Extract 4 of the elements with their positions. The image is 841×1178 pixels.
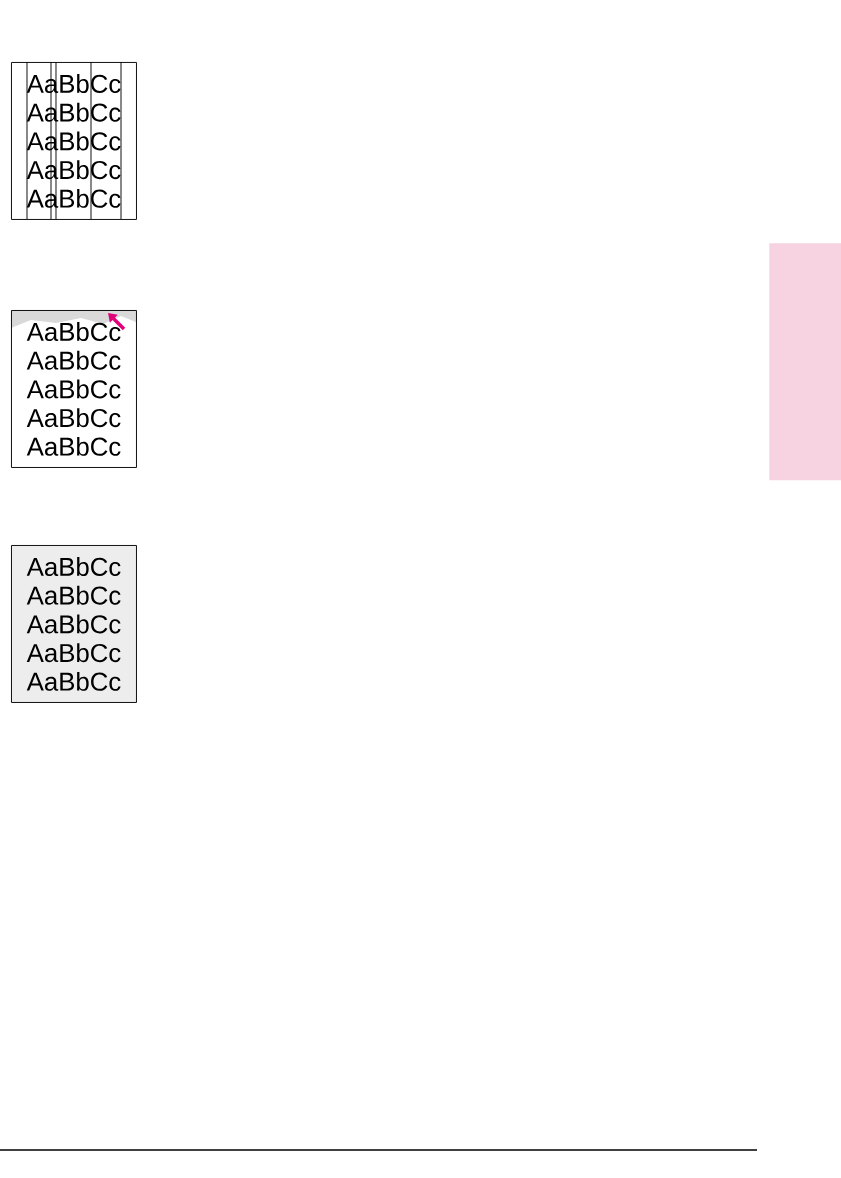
sample-page: AaBbCc AaBbCc AaBbCc AaBbCc AaBbCc <box>11 62 137 220</box>
sample-page: AaBbCc AaBbCc AaBbCc AaBbCc AaBbCc <box>11 545 137 703</box>
section-tab <box>769 243 841 481</box>
sample-page: AaBbCc AaBbCc AaBbCc AaBbCc AaBbCc <box>11 310 137 468</box>
